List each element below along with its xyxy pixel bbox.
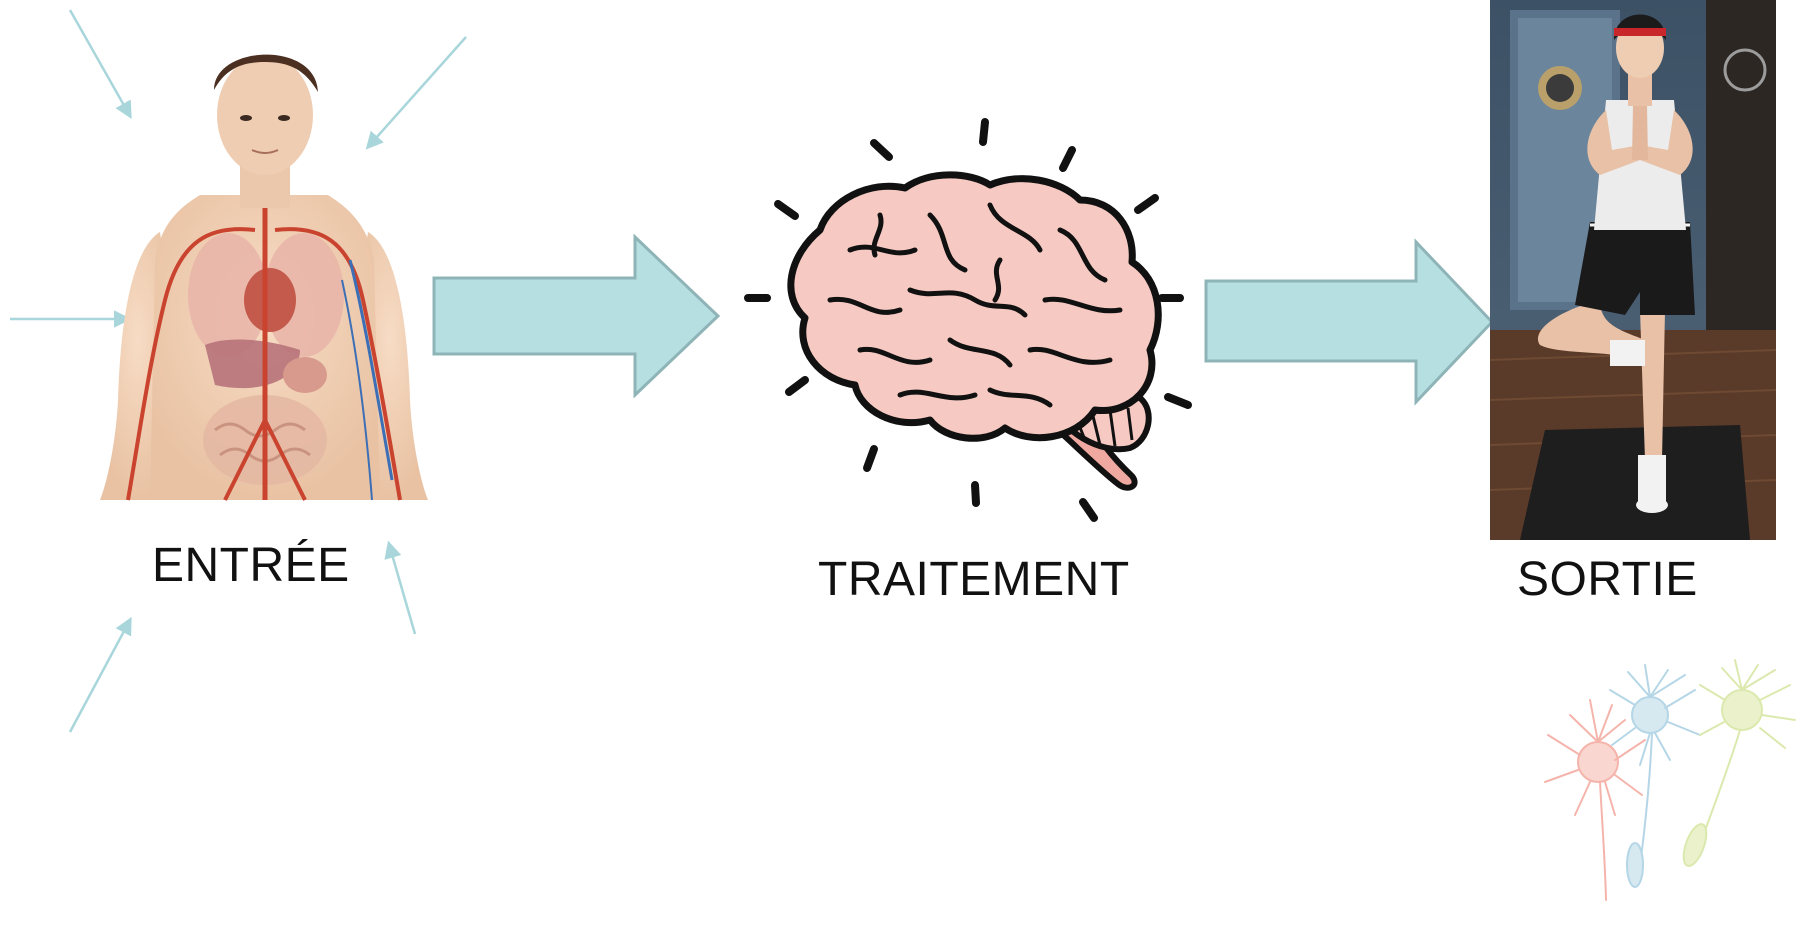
stage-label-output: SORTIE: [1517, 553, 1698, 606]
flow-arrow-input-to-process: [432, 233, 721, 399]
flow-arrow-process-to-output: [1204, 238, 1495, 406]
stimulus-arrow-bottom-right: [384, 540, 417, 635]
stimulus-arrow-top-right: [365, 36, 467, 150]
stage-label-process: TRAITEMENT: [818, 553, 1130, 606]
stimulus-arrows: [10, 9, 467, 733]
human-anatomy-image: [100, 54, 428, 501]
stimulus-arrow-top-left: [68, 9, 132, 120]
stage-label-input: ENTRÉE: [152, 539, 350, 592]
stimulus-arrow-bottom-left: [68, 616, 132, 733]
neuron-cells-illustration: [1544, 659, 1796, 901]
yoga-tree-pose-photo: [1489, 0, 1777, 540]
brain-icon: [744, 118, 1192, 522]
